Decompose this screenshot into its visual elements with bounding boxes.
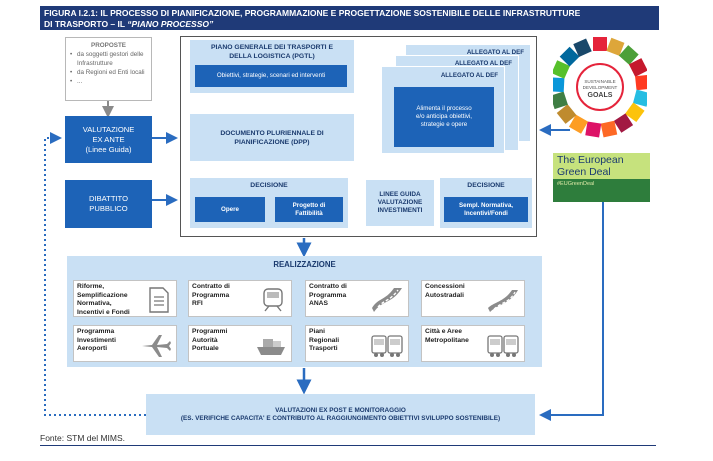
- valutazione-ex-ante-box: VALUTAZIONE EX ANTE (Linee Guida): [65, 116, 152, 163]
- pgtl-title-line1: PIANO GENERALE DEI TRASPORTI E: [211, 44, 333, 51]
- proposte-item: da soggetti gestori delle Infrastrutture: [70, 50, 147, 68]
- figure-title: FIGURA I.2.1: IL PROCESSO DI PIANIFICAZI…: [40, 6, 659, 30]
- opere-box: Opere: [195, 197, 265, 222]
- ex-post-monitoring-box: VALUTAZIONI EX POST E MONITORAGGIO (ES. …: [146, 394, 535, 435]
- allegato-label: ALLEGATO AL DEF: [440, 72, 498, 79]
- decisione-box: DECISIONE Opere Progetto di Fattibilità: [190, 178, 348, 228]
- decisione-title: DECISIONE: [250, 182, 288, 189]
- dpp-box: DOCUMENTO PLURIENNALE DI PIANIFICAZIONE …: [190, 114, 354, 161]
- valutazione-line1: VALUTAZIONE: [82, 124, 135, 134]
- proposte-item: da Regioni ed Enti locali: [70, 68, 147, 77]
- decisione-right-title: DECISIONE: [467, 182, 505, 189]
- green-deal-title: The European Green Deal: [553, 153, 650, 179]
- source-note: Fonte: STM del MIMS.: [40, 433, 126, 443]
- expost-line1: VALUTAZIONI EX POST E MONITORAGGIO: [275, 406, 406, 414]
- proposte-item: ...: [70, 77, 147, 86]
- proposte-box: PROPOSTE da soggetti gestori delle Infra…: [65, 37, 152, 101]
- progetto-fattibilita-box: Progetto di Fattibilità: [275, 197, 343, 222]
- pgtl-title-line2: DELLA LOGISTICA (PGTL): [229, 53, 315, 60]
- figure-title-line1: FIGURA I.2.1: IL PROCESSO DI PIANIFICAZI…: [44, 8, 581, 18]
- sdg-line1: SUSTAINABLE: [584, 79, 615, 84]
- linee-guida-box: LINEE GUIDA VALUTAZIONE INVESTIMENTI: [366, 180, 434, 226]
- expost-line2: (ES. VERIFICHE CAPACITA' E CONTRIBUTO AL…: [180, 414, 501, 422]
- sempl-normativa-box: Sempl. Normativa, Incentivi/Fondi: [444, 197, 528, 222]
- sdg-wheel-icon: SUSTAINABLE DEVELOPMENT GOALS: [549, 37, 651, 138]
- realizzazione-title: REALIZZAZIONE: [273, 260, 336, 269]
- footer-rule: [40, 445, 656, 446]
- sdg-line3: GOALS: [588, 92, 613, 99]
- proposte-title: PROPOSTE: [91, 42, 126, 49]
- allegato-card-front: ALLEGATO AL DEF Alimenta il processo e/o…: [381, 66, 505, 154]
- valutazione-line3: (Linee Guida): [85, 144, 132, 154]
- dibattito-line1: DIBATTITO: [89, 194, 128, 203]
- decisione-right-box: DECISIONE Sempl. Normativa, Incentivi/Fo…: [440, 178, 532, 228]
- sdg-wheel-logo: SUSTAINABLE DEVELOPMENT GOALS: [549, 35, 651, 140]
- valutazione-line2: EX ANTE: [92, 134, 125, 144]
- pgtl-subtitle: Obiettivi, strategie, scenari ed interve…: [195, 65, 347, 87]
- green-deal-hashtag: #EUGreenDeal: [557, 181, 595, 187]
- sdg-line2: DEVELOPMENT: [583, 85, 618, 90]
- dibattito-line2: PUBBLICO: [89, 204, 128, 213]
- pgtl-box: PIANO GENERALE DEI TRASPORTI E DELLA LOG…: [190, 40, 354, 93]
- dibattito-pubblico-box: DIBATTITO PUBBLICO: [65, 180, 152, 228]
- dpp-line1: DOCUMENTO PLURIENNALE DI: [220, 129, 324, 137]
- dpp-line2: PIANIFICAZIONE (DPP): [234, 138, 310, 146]
- figure-title-line2: DI TRASPORTO – IL “PIANO PROCESSO”: [44, 19, 214, 29]
- green-deal-logo: The European Green Deal #EUGreenDeal: [553, 153, 650, 202]
- allegato-description: Alimenta il processo e/o anticipa obiett…: [394, 87, 494, 147]
